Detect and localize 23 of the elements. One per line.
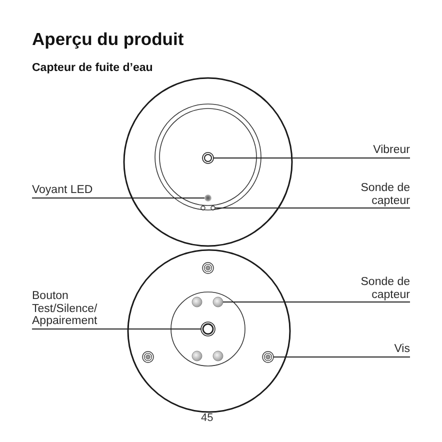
part-label: Voyant LED bbox=[32, 184, 93, 197]
screw bbox=[262, 351, 274, 363]
probe-contact bbox=[200, 206, 206, 210]
leader-line bbox=[32, 328, 202, 330]
probe-contact bbox=[212, 296, 224, 308]
part-label: Sonde de capteur bbox=[348, 182, 410, 208]
push-button bbox=[200, 322, 216, 336]
screw bbox=[202, 262, 214, 274]
page-title: Aperçu du produit bbox=[32, 29, 184, 50]
screw bbox=[142, 351, 154, 363]
part-label: Sonde de capteur bbox=[348, 276, 410, 302]
probe-contact bbox=[212, 350, 224, 362]
led-light bbox=[204, 194, 212, 202]
probe-contact bbox=[192, 350, 202, 362]
probe-contact bbox=[210, 206, 216, 210]
part-label: Vis bbox=[394, 343, 410, 356]
subtitle: Capteur de fuite d’eau bbox=[32, 62, 153, 74]
vibrator bbox=[202, 152, 214, 164]
part-label: Vibreur bbox=[373, 144, 410, 157]
leader-line bbox=[273, 356, 410, 358]
part-label: Bouton Test/Silence/ Appairement bbox=[32, 290, 120, 328]
probe-contact bbox=[192, 296, 202, 308]
page-number: 45 bbox=[201, 412, 214, 424]
